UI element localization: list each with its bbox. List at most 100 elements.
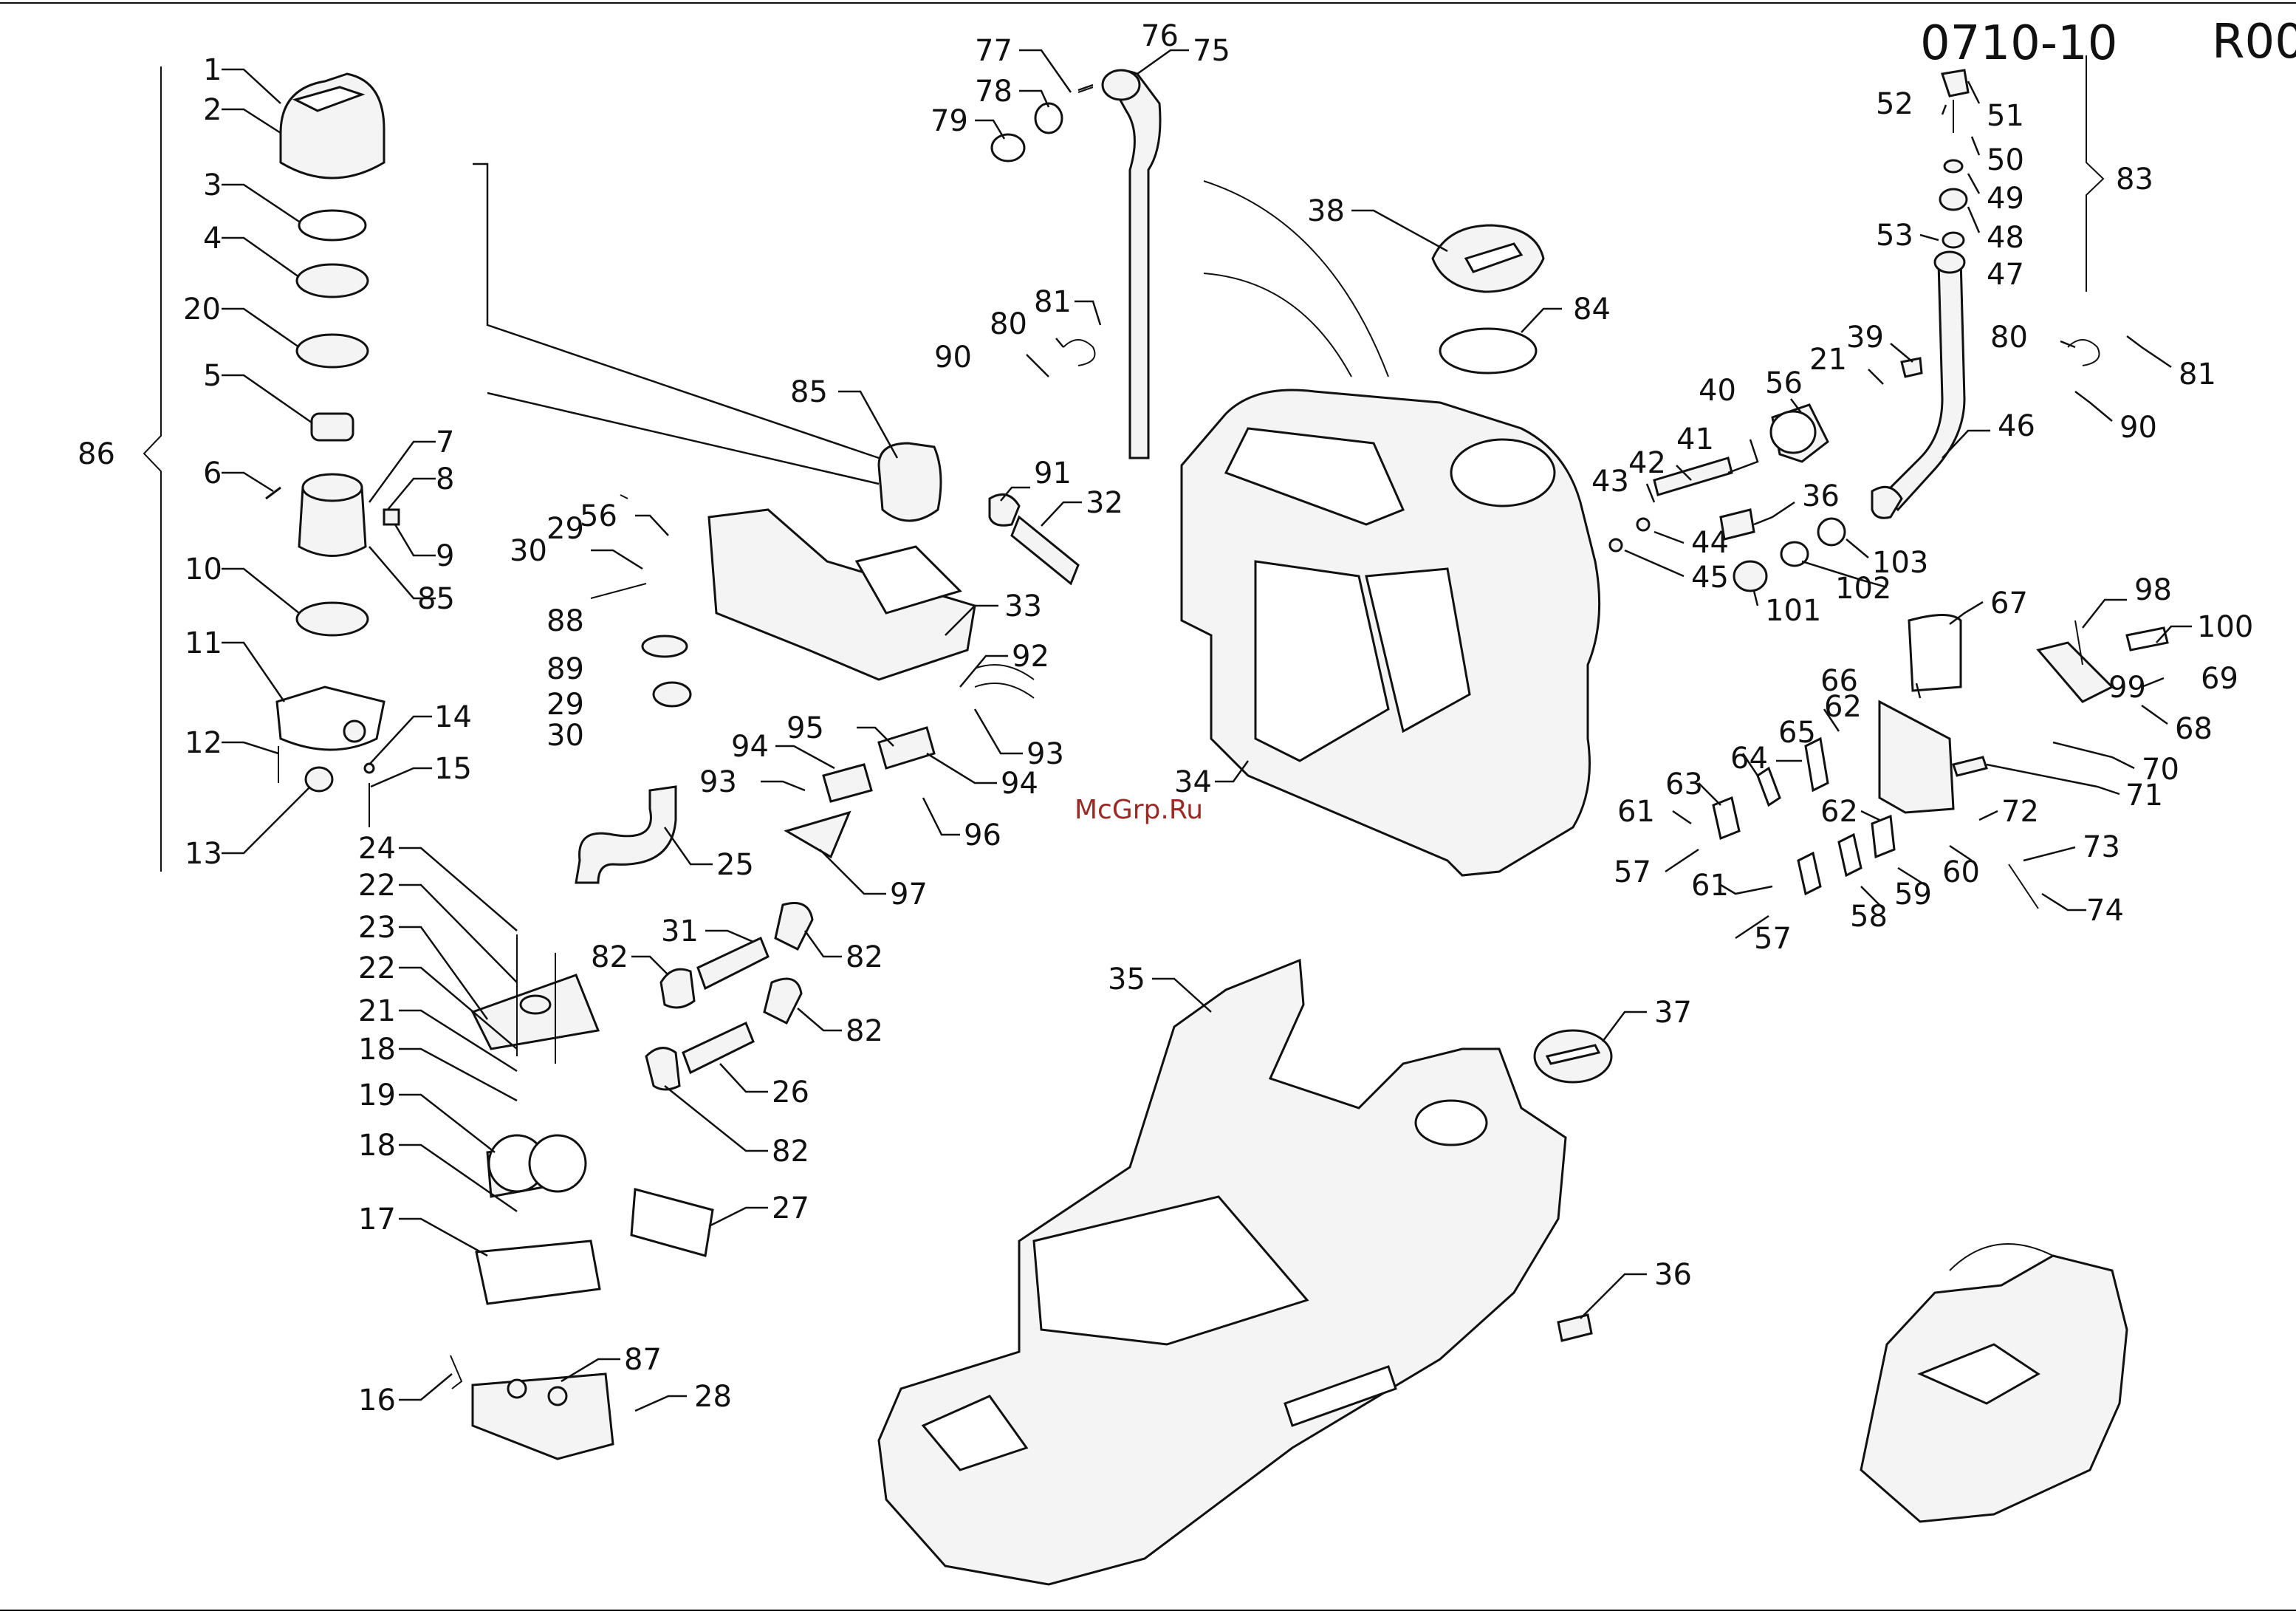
washer-part-47 [1942, 231, 1965, 249]
part-label-103: 103 [1872, 546, 1928, 580]
gasket-part-84 [1439, 327, 1538, 375]
part-label-81a: 81 [1034, 285, 1072, 319]
part-label-31: 31 [661, 914, 699, 948]
part-label-74: 74 [2086, 894, 2124, 928]
fitting-part-39 [1900, 357, 1923, 378]
connector-part-94a [822, 763, 873, 803]
part-label-84: 84 [1573, 293, 1611, 326]
part-label-34: 34 [1174, 765, 1212, 799]
tube-cap-part-75 [1101, 69, 1141, 101]
part-label-18b: 18 [358, 1129, 396, 1163]
hose-group [645, 902, 814, 1091]
part-label-65: 65 [1778, 716, 1816, 750]
part-label-58: 58 [1850, 900, 1888, 934]
part-label-60: 60 [1942, 855, 1980, 889]
part-label-77: 77 [975, 34, 1012, 68]
motor-top-part-85 [301, 473, 363, 502]
elbow-part-82a [659, 968, 696, 1009]
part-label-101: 101 [1765, 594, 1821, 628]
part-label-64: 64 [1730, 742, 1768, 776]
part-label-49: 49 [1987, 182, 2024, 216]
part-label-63: 63 [1665, 767, 1703, 801]
part-label-80b: 80 [1990, 321, 2028, 355]
part-label-36a: 36 [1802, 479, 1840, 513]
part-label-73: 73 [2083, 830, 2120, 864]
part-label-39: 39 [1846, 321, 1884, 355]
arm-part-68 [2036, 641, 2114, 703]
part-label-21b: 21 [1809, 343, 1847, 377]
part-label-85: 85 [417, 582, 455, 616]
part-label-82a: 82 [591, 940, 628, 974]
part-label-79: 79 [931, 104, 968, 138]
hole-plate-part-11 [343, 719, 366, 743]
sleeve-part-5 [310, 412, 354, 442]
part-label-23: 23 [358, 911, 396, 945]
part-label-80a: 80 [990, 307, 1027, 341]
frame-battery-well [1032, 1195, 1309, 1346]
part-label-30a: 30 [510, 534, 547, 568]
filter-opening-part-40 [1769, 410, 1817, 454]
cap-handle-part-38 [1464, 242, 1524, 273]
part-label-24: 24 [358, 832, 396, 866]
part-label-81b: 81 [2179, 358, 2216, 391]
part-label-22a: 22 [358, 869, 396, 903]
part-label-92: 92 [1012, 640, 1049, 674]
part-label-66: 66 [1820, 664, 1858, 698]
part-label-40: 40 [1699, 374, 1736, 408]
plate-part-64 [1756, 766, 1781, 807]
sheet-revision: R00 [2212, 15, 2296, 69]
part-label-99: 99 [2108, 671, 2146, 705]
pin-part-6 [265, 486, 281, 500]
part-label-17: 17 [358, 1203, 396, 1237]
elbow-part-82b [774, 902, 814, 951]
plate-part-59 [1837, 832, 1862, 878]
nut-part-44 [1636, 517, 1651, 532]
part-label-62b: 62 [1820, 795, 1858, 829]
part-label-62a: 62 [1824, 690, 1862, 724]
part-label-2: 2 [203, 93, 222, 127]
ring-part-79 [990, 133, 1026, 163]
washer-part-14 [363, 762, 375, 774]
part-label-68: 68 [2175, 712, 2213, 746]
group-bracket-83 [2086, 55, 2105, 292]
drain-tube-part-75 [1106, 69, 1162, 459]
handle-part-97 [784, 810, 851, 859]
leader-tank-b [1203, 273, 1352, 377]
seal-part-102 [1780, 541, 1809, 567]
part-label-82d: 82 [772, 1135, 809, 1169]
part-label-8: 8 [436, 462, 454, 496]
part-label-53: 53 [1876, 219, 1913, 253]
part-label-33: 33 [1004, 589, 1042, 623]
plate-part-67 [1908, 614, 1962, 692]
part-label-91: 91 [1034, 456, 1072, 490]
part-label-35: 35 [1108, 962, 1145, 996]
part-label-9: 9 [436, 539, 454, 573]
washer-part-56a [620, 494, 628, 499]
part-label-27: 27 [772, 1191, 809, 1225]
motor-part-85 [298, 486, 367, 557]
pin-part-98 [2074, 620, 2083, 666]
terminal-part-9 [383, 508, 400, 526]
bracket-part-33 [707, 508, 976, 681]
gasket-part-3 [298, 209, 367, 242]
tank-side-panel [1365, 567, 1471, 734]
part-label-19: 19 [358, 1078, 396, 1112]
part-label-13: 13 [185, 837, 222, 871]
part-label-82b: 82 [846, 940, 883, 974]
grommet-part-88 [641, 635, 688, 658]
part-label-1: 1 [203, 53, 222, 87]
plate-part-60 [1871, 814, 1896, 859]
part-label-47: 47 [1987, 258, 2024, 292]
part-label-12: 12 [185, 726, 222, 760]
part-label-86: 86 [78, 437, 115, 471]
thumbnail-handle [1949, 1243, 2054, 1271]
bracket-part-66 [1878, 700, 1955, 814]
ring-part-4 [295, 263, 369, 298]
part-label-94b: 94 [1001, 767, 1038, 801]
part-label-3: 3 [203, 168, 222, 202]
part-label-29a: 29 [546, 512, 584, 546]
part-number-labels: 1 2 3 4 20 5 6 7 8 9 85 10 11 12 13 14 1… [78, 19, 2253, 1418]
right-hose-assembly [1871, 69, 2100, 519]
box-part-87 [471, 1372, 614, 1460]
